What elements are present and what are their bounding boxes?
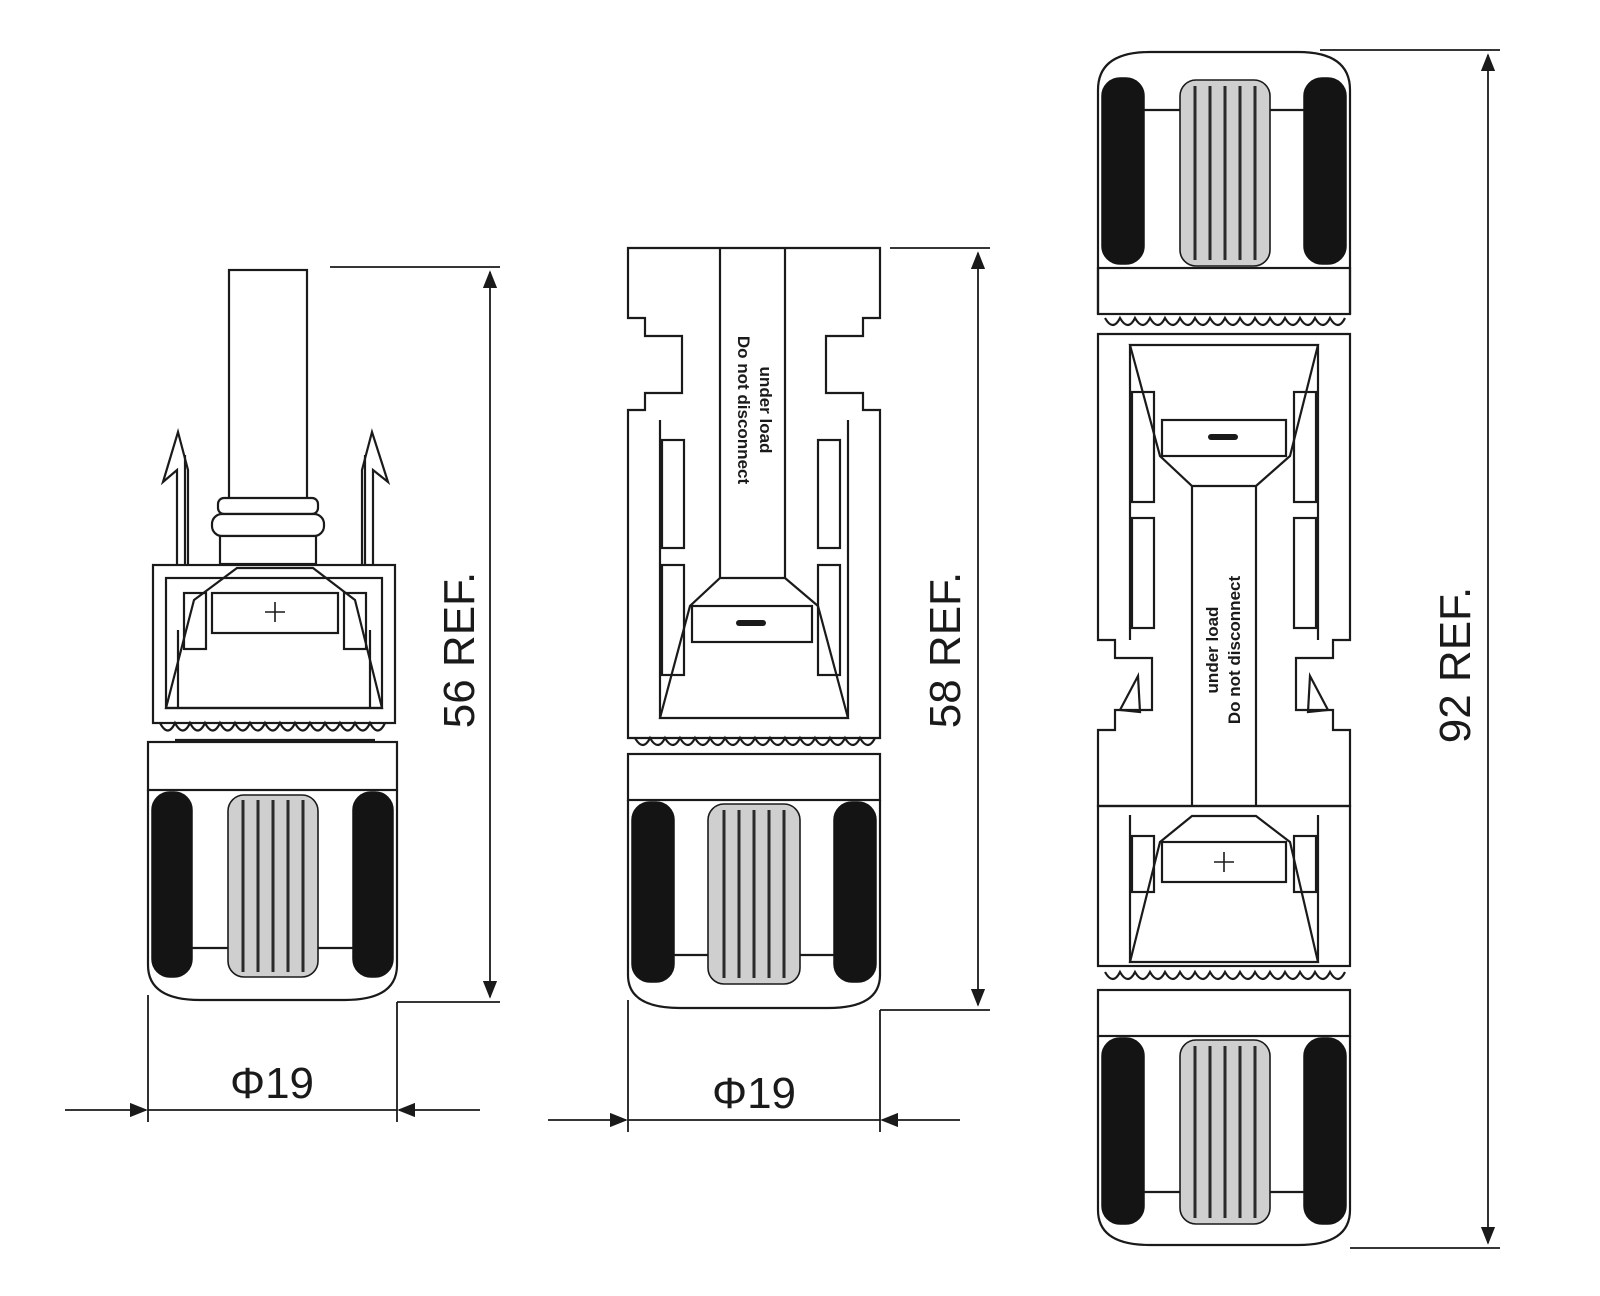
- top-cable-nut-collar: [1096, 266, 1352, 316]
- bottom-grip-dark-right: [1303, 1037, 1347, 1225]
- minus-mark-icon: [1208, 434, 1238, 440]
- cable-nut-collar: [146, 740, 399, 792]
- housing-slot: [816, 563, 842, 677]
- pin-ring: [216, 496, 320, 516]
- grip-dark-left: [151, 791, 193, 978]
- grip-dark-left: [631, 801, 675, 983]
- top-grip-dark-right: [1303, 77, 1347, 265]
- housing-slot: [816, 438, 842, 550]
- polarity-plate: [1160, 840, 1288, 884]
- housing-trapezoid: [1128, 814, 1320, 964]
- cable-nut-collar: [626, 752, 882, 802]
- plus-mark-icon: [265, 602, 285, 622]
- mated-connector-pair: Do not disconnect under load 92 REF.: [1096, 49, 1500, 1249]
- latch-hook-right: [360, 428, 391, 565]
- housing-slot: [342, 591, 368, 651]
- top-o-ring: [1104, 315, 1346, 327]
- housing-slot: [1130, 516, 1156, 630]
- height-label: 58 REF.: [921, 572, 970, 729]
- grip-dark-right: [352, 791, 394, 978]
- bottom-cable-nut-collar: [1096, 988, 1352, 1038]
- housing-trapezoid: [658, 576, 850, 720]
- cable-nut-body: [146, 790, 399, 1002]
- warning-line-1: Do not disconnect: [734, 336, 753, 485]
- pin-ring: [210, 512, 326, 538]
- polarity-plate: [1160, 418, 1288, 458]
- height-label: 92 REF.: [1431, 587, 1480, 744]
- mated-male-housing: [1096, 804, 1352, 968]
- housing-slot: [660, 438, 686, 550]
- bottom-o-ring: [1104, 969, 1346, 981]
- housing-slot: [1292, 834, 1318, 894]
- polarity-plate: [690, 604, 814, 644]
- cable-nut-body: [626, 800, 882, 1010]
- bottom-cable-nut-body: [1096, 1036, 1352, 1247]
- bottom-grip-dark-left: [1101, 1037, 1145, 1225]
- top-grip-dark-left: [1101, 77, 1145, 265]
- housing-slot: [182, 591, 208, 651]
- o-ring: [634, 735, 876, 747]
- top-cable-nut-body: [1096, 50, 1352, 314]
- male-pin: [227, 268, 309, 502]
- warning-line-1: Do not disconnect: [1225, 576, 1244, 725]
- housing-center-band: [1190, 486, 1258, 806]
- housing-rails: [658, 420, 850, 718]
- female-connector: Do not disconnect under load 58 REF. Φ19: [548, 246, 990, 1132]
- minus-mark-icon: [736, 620, 766, 626]
- warning-line-2: under load: [756, 367, 775, 454]
- grip-dark-right: [833, 801, 877, 983]
- pin-base: [218, 534, 318, 566]
- housing-trapezoid: [164, 566, 384, 710]
- housing-slot: [1292, 390, 1318, 504]
- housing-trapezoid: [1128, 343, 1320, 488]
- mated-female-housing: [1096, 332, 1352, 808]
- housing-rails: [1128, 345, 1320, 640]
- latch-arrow-left: [1118, 671, 1142, 714]
- latch-hook-left: [160, 427, 190, 565]
- height-label: 56 REF.: [435, 572, 484, 729]
- diameter-label: Φ19: [230, 1059, 314, 1108]
- female-housing: [626, 246, 882, 740]
- housing-rails: [176, 630, 372, 708]
- warning-line-2: under load: [1203, 607, 1222, 694]
- polarity-plate: [210, 591, 340, 635]
- plus-mark-icon: [1214, 852, 1234, 872]
- housing-slot: [1292, 516, 1318, 630]
- male-housing: [151, 563, 397, 725]
- housing-slot: [660, 563, 686, 677]
- male-connector: 56 REF. Φ19: [65, 266, 500, 1122]
- housing-center-band: [718, 248, 787, 578]
- diameter-label: Φ19: [712, 1069, 796, 1118]
- housing-slot: [1130, 390, 1156, 504]
- o-ring: [159, 720, 386, 732]
- housing-rails: [1128, 815, 1320, 962]
- latch-arrow-right: [1306, 671, 1330, 714]
